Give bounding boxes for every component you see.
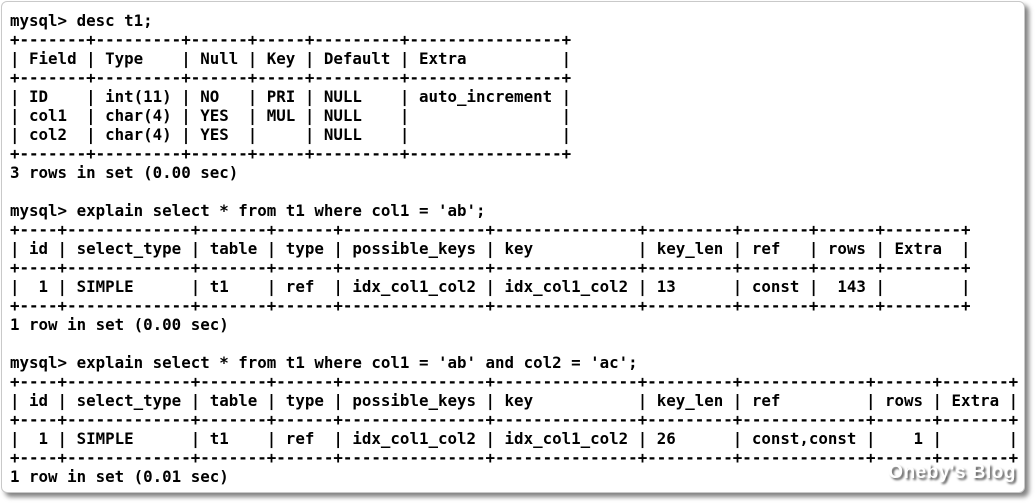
explain-col1-col2-ascii-table: +----+-------------+-------+------+-----…: [10, 372, 1019, 467]
explain-col1-ascii-table: +----+-------------+-------+------+-----…: [10, 220, 971, 315]
blog-watermark: Oneby's Blog: [888, 462, 1016, 483]
mysql-command-explain-col1-col2: mysql> explain select * from t1 where co…: [10, 353, 638, 372]
explain-col1-col2-status-line: 1 row in set (0.01 sec): [10, 467, 229, 486]
mysql-command-explain-col1: mysql> explain select * from t1 where co…: [10, 201, 486, 220]
desc-t1-status-line: 3 rows in set (0.00 sec): [10, 163, 239, 182]
mysql-command-desc-t1: mysql> desc t1;: [10, 11, 153, 30]
desc-t1-ascii-table: +-------+---------+------+-----+--------…: [10, 30, 572, 163]
explain-col1-status-line: 1 row in set (0.00 sec): [10, 315, 229, 334]
terminal-window[interactable]: mysql> desc t1; +-------+---------+-----…: [1, 1, 1025, 493]
